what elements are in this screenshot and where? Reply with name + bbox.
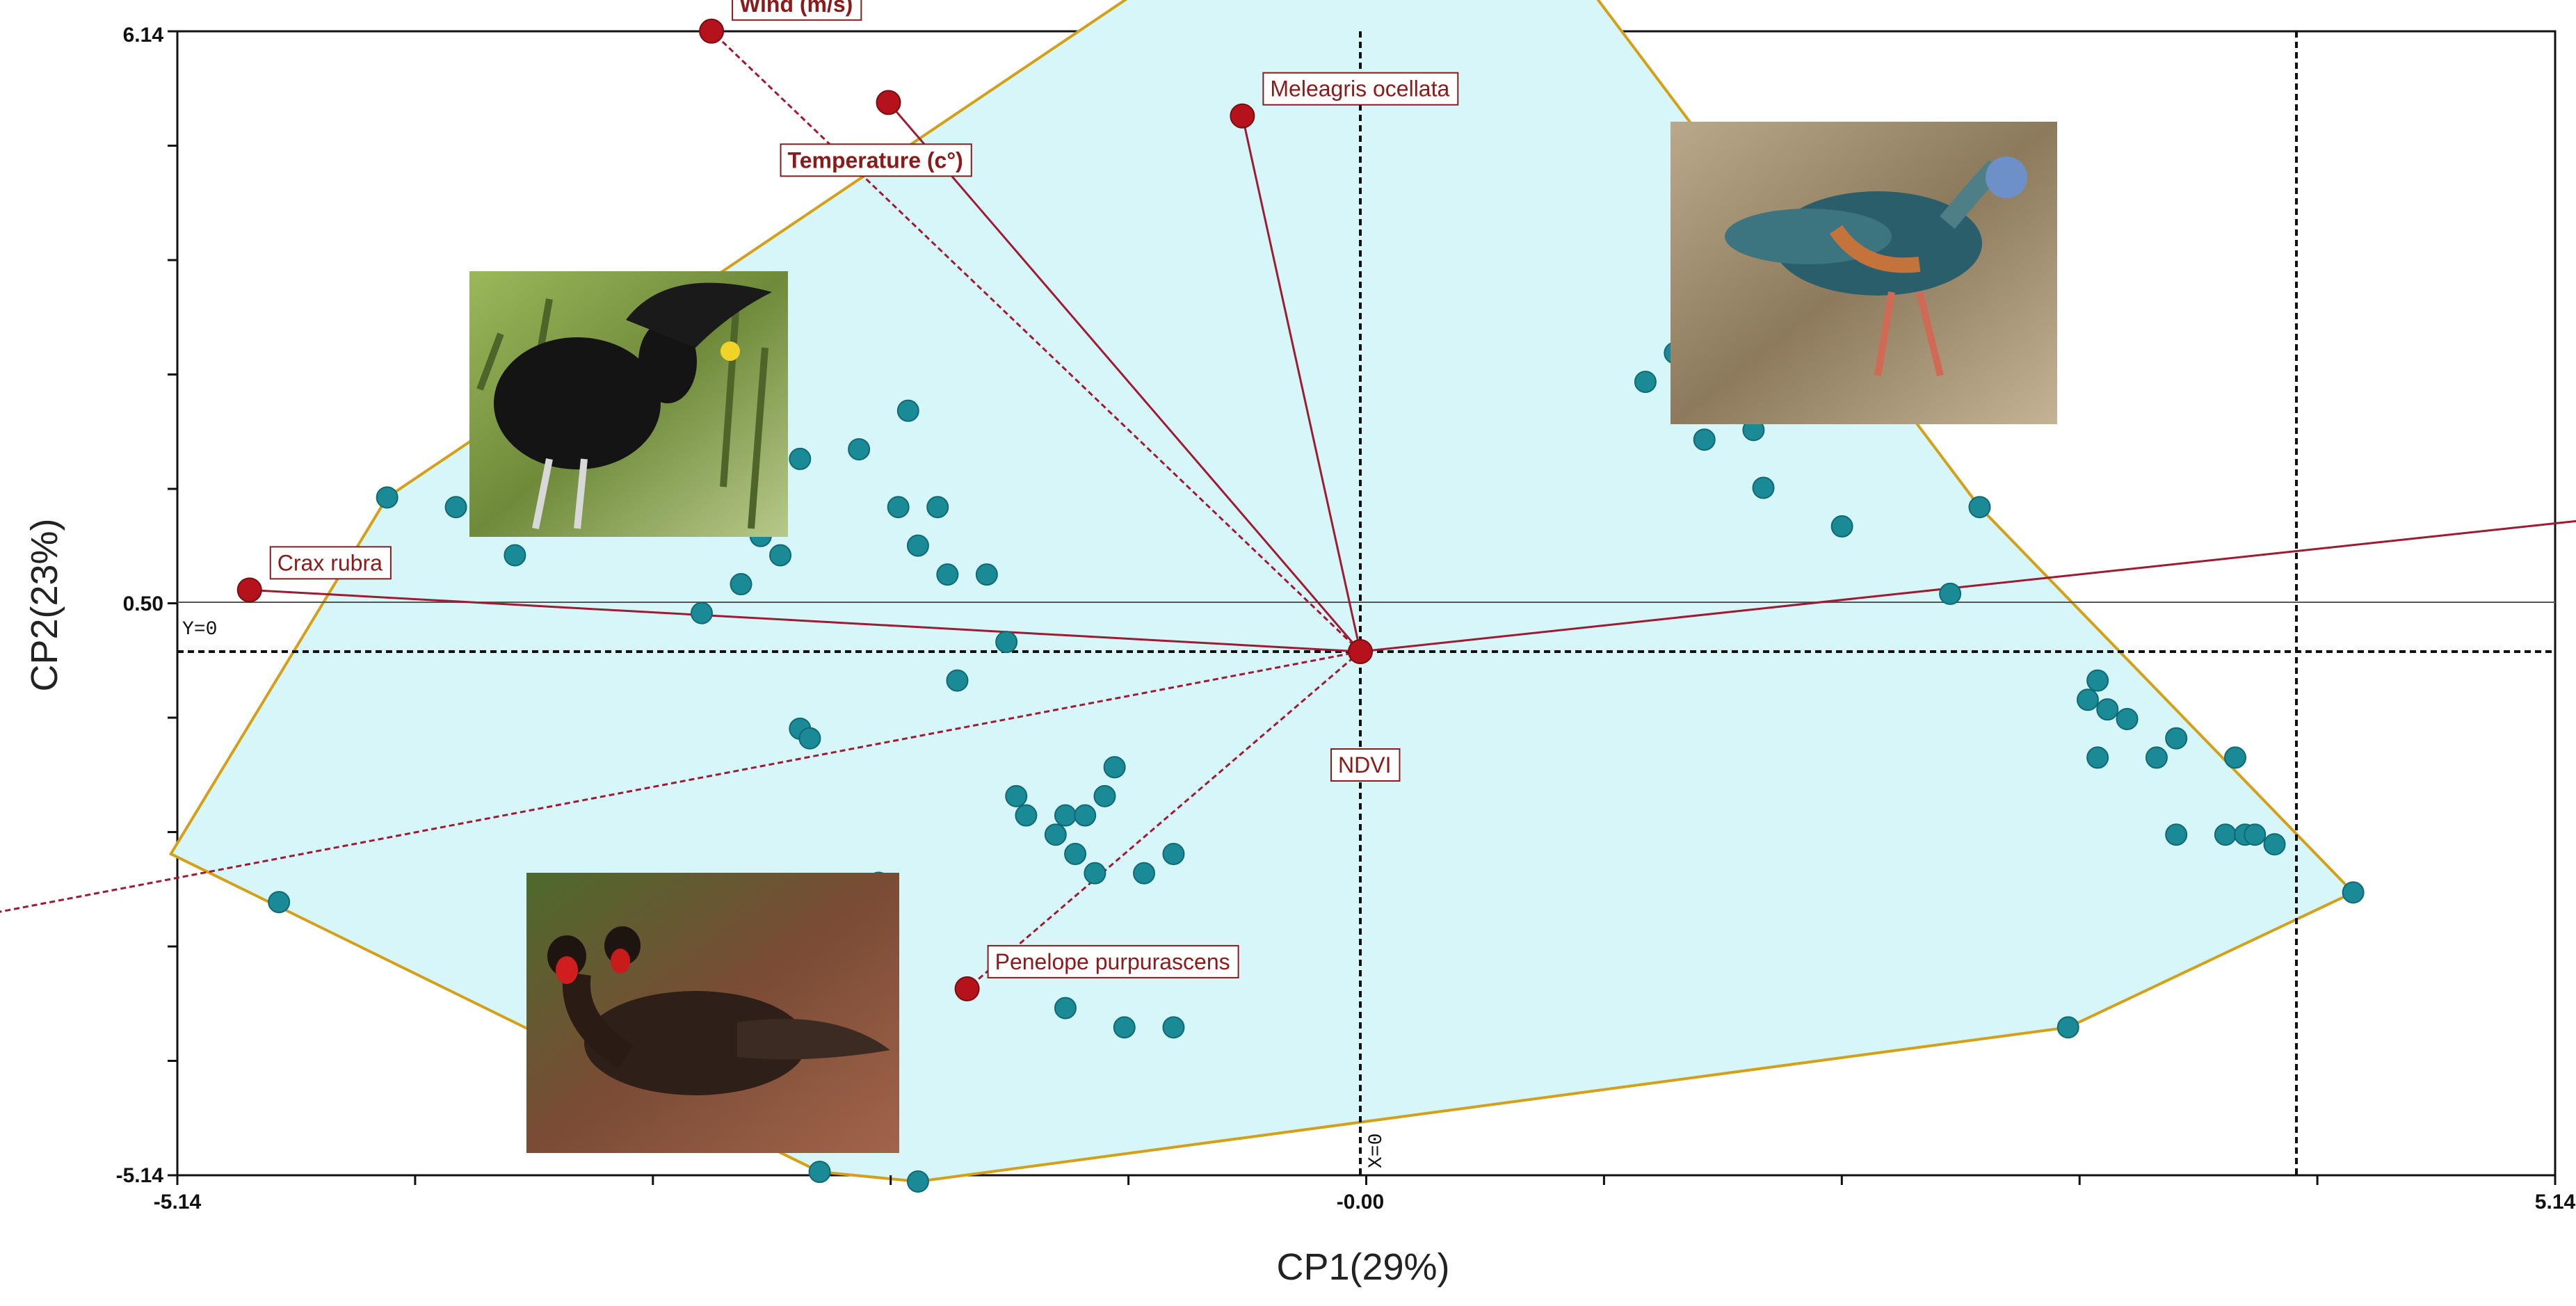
vector-endpoint	[1348, 639, 1373, 664]
vector-line	[1241, 115, 1362, 652]
data-point	[936, 563, 959, 586]
data-point	[1162, 1016, 1185, 1039]
vector-label: Penelope purpurascens	[995, 949, 1230, 974]
data-point	[2116, 707, 2139, 730]
data-point	[2224, 746, 2247, 769]
data-point	[2165, 727, 2188, 750]
vector-label: NDVI	[1338, 752, 1391, 777]
vector-endpoint	[699, 18, 725, 44]
vector-endpoint	[954, 976, 980, 1001]
data-point	[2086, 669, 2109, 692]
data-point	[2145, 746, 2168, 769]
vector-label: Crax rubra	[277, 550, 383, 575]
vector-label: Meleagris ocellata	[1270, 76, 1449, 102]
data-point	[1752, 476, 1775, 499]
y-zero-label: Y=0	[182, 619, 217, 640]
data-point	[376, 486, 399, 509]
vector-endpoint	[876, 90, 901, 115]
data-point	[730, 573, 752, 596]
data-point	[1005, 784, 1028, 807]
x-zero-label: X=0	[1366, 1134, 1387, 1168]
data-point	[1064, 842, 1087, 865]
vector-labels: Wind (m/s) Temperature (c°) Meleagris ocel…	[269, 0, 1459, 978]
data-point	[2056, 1016, 2079, 1039]
vector-label: Wind (m/s)	[739, 0, 853, 17]
data-point	[2342, 881, 2365, 904]
data-point	[1074, 804, 1097, 827]
data-point	[975, 563, 998, 586]
data-point	[504, 544, 526, 567]
vector-label-box	[1262, 72, 1459, 106]
data-point	[789, 447, 812, 470]
data-point	[1084, 862, 1106, 885]
vector-line	[711, 30, 1362, 653]
y-tick-label: -5.14	[116, 1164, 164, 1187]
data-point	[798, 727, 821, 750]
data-point	[946, 669, 969, 692]
penelope-purpurascens-photo	[526, 873, 899, 1153]
data-point	[2076, 688, 2099, 711]
data-point	[2214, 823, 2237, 846]
vector-label-box	[780, 143, 972, 177]
vector-label-box	[987, 944, 1239, 978]
data-point	[1968, 496, 1991, 519]
x-tick-label: 5.14	[2535, 1191, 2576, 1214]
vector-line	[1360, 519, 2576, 653]
vector-endpoint	[1230, 103, 1255, 129]
data-point	[2086, 746, 2109, 769]
data-point	[444, 496, 467, 519]
data-point	[1162, 842, 1185, 865]
data-point	[926, 496, 949, 519]
data-point	[1830, 515, 1853, 538]
data-point	[268, 891, 291, 914]
environmental-vectors	[0, 18, 2576, 1001]
data-point	[690, 602, 713, 624]
x-tick-label: -0.00	[1337, 1191, 1384, 1214]
vector-label-box	[1330, 748, 1401, 782]
crax-rubra-photo	[469, 271, 788, 537]
data-point	[906, 1170, 929, 1193]
vector-endpoint	[236, 577, 262, 603]
data-point	[848, 438, 871, 461]
data-point	[995, 631, 1018, 654]
data-point	[1133, 862, 1156, 885]
data-point	[1054, 997, 1077, 1019]
meleagris-ocellata-photo	[1671, 122, 2057, 424]
data-point	[1103, 756, 1126, 779]
vector-line	[966, 650, 1361, 990]
vector-line	[0, 650, 1361, 913]
vector-label-box	[269, 546, 392, 580]
data-point	[1093, 784, 1116, 807]
data-point	[896, 399, 919, 422]
y-tick-label: 6.14	[123, 24, 164, 47]
data-point	[906, 534, 929, 557]
data-point	[1939, 582, 1962, 605]
data-point	[2244, 823, 2267, 846]
vector-line	[887, 102, 1362, 652]
vector-label: Temperature (c°)	[788, 147, 963, 172]
y-axis-title: CP2(23%)	[24, 518, 65, 691]
data-point	[1054, 804, 1077, 827]
sample-points	[268, 341, 2365, 1193]
x-tick-label: -5.14	[154, 1191, 202, 1214]
data-point	[887, 496, 910, 519]
x-axis-title: CP1(29%)	[1276, 1246, 1449, 1288]
axis-ticks	[168, 30, 2557, 1185]
vector-label-box	[732, 0, 862, 21]
data-point	[769, 544, 792, 567]
data-point	[808, 1161, 831, 1184]
data-point	[1113, 1016, 1136, 1039]
data-point	[2096, 698, 2119, 721]
data-point	[1693, 428, 1716, 451]
data-point	[2263, 833, 2286, 856]
data-point	[2165, 823, 2188, 846]
data-point	[1015, 804, 1038, 827]
vector-line	[249, 588, 1361, 653]
data-point	[1634, 371, 1657, 394]
y-tick-label: 0.50	[123, 592, 163, 615]
data-point	[1044, 823, 1067, 846]
